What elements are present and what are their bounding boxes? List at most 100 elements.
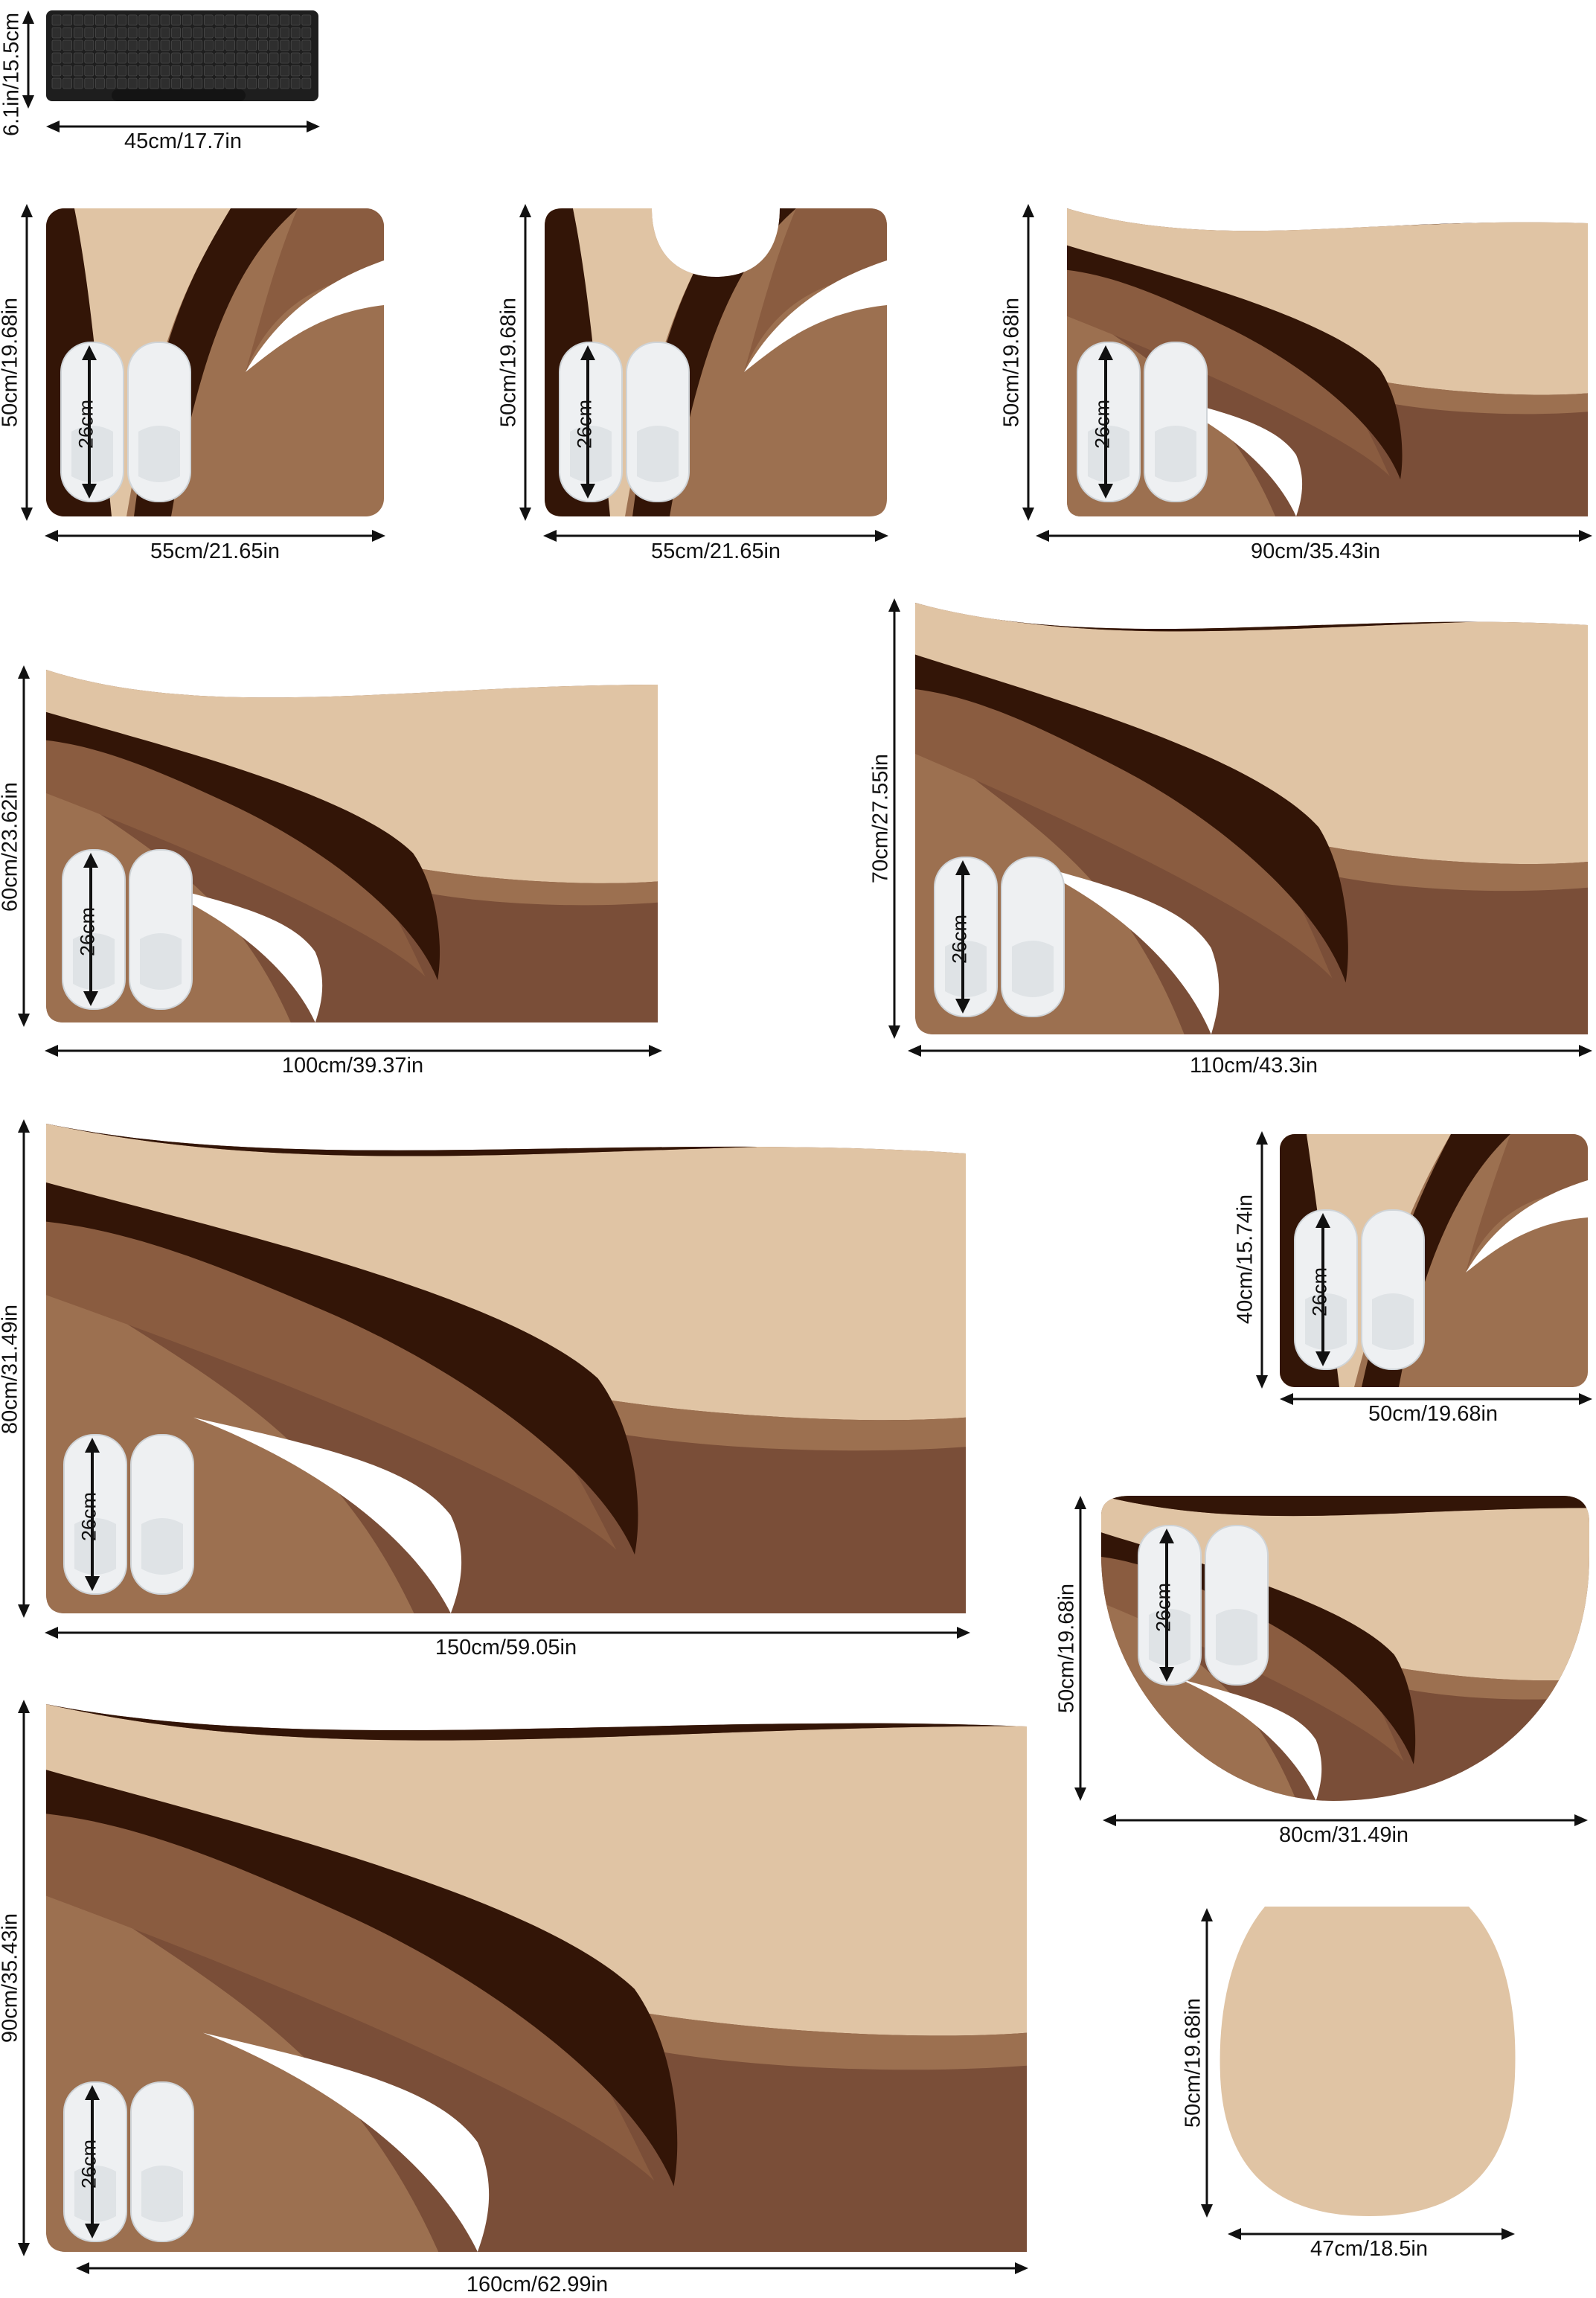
arrow-head-down — [1159, 1667, 1174, 1682]
slipper-sole — [1149, 1609, 1190, 1665]
keyboard-key — [257, 52, 268, 64]
arrow-head-up — [1098, 345, 1113, 360]
keyboard-key — [63, 14, 72, 26]
slipper-sole — [71, 426, 113, 482]
keyboard-key — [171, 77, 182, 89]
keyboard-key — [280, 27, 290, 39]
width-label: 55cm/21.65in — [150, 540, 281, 563]
mat-pattern-band — [46, 1182, 638, 1555]
height-label: 50cm/19.68in — [999, 297, 1024, 428]
keyboard-key — [193, 39, 203, 51]
keyboard-key — [84, 14, 94, 26]
mat-pattern-band — [915, 654, 1348, 983]
arrow-head-down — [1098, 484, 1113, 499]
keyboard-key — [106, 77, 116, 89]
slipper-length-label: 26cm — [1152, 1582, 1175, 1633]
keyboard-width-label: 45cm/17.7in — [124, 129, 242, 153]
height-label: 50cm/19.68in — [496, 297, 521, 428]
keyboard-key — [138, 14, 149, 26]
lid-cover-graphic — [1201, 1907, 1516, 2240]
keyboard-key — [160, 27, 170, 39]
keyboard-key — [257, 65, 268, 77]
keyboard-key — [193, 52, 203, 64]
mat-pattern-band — [202, 2032, 490, 2252]
arrow-head-down — [83, 991, 98, 1006]
slipper-sole — [570, 426, 612, 482]
mat-pattern-band — [1150, 393, 1303, 516]
keyboard-key — [127, 65, 138, 77]
keyboard-key — [149, 77, 159, 89]
mat-graphic — [18, 1700, 1028, 2274]
arrow-head-up — [580, 345, 595, 360]
keyboard-key — [51, 39, 62, 51]
slipper-length-label: 26cm — [77, 2139, 100, 2189]
keyboard-key — [94, 14, 105, 26]
keyboard-key — [117, 14, 127, 26]
keyboard-key — [171, 14, 182, 26]
width-label: 50cm/19.68in — [1368, 1402, 1499, 1426]
keyboard-key — [84, 52, 94, 64]
keyboard-key — [171, 52, 182, 64]
keyboard-key — [160, 65, 170, 77]
keyboard-key — [149, 14, 159, 26]
keyboard-key — [203, 77, 214, 89]
slippers-icon — [559, 342, 690, 502]
mat-pattern-band — [46, 1124, 966, 1421]
keyboard-key — [214, 14, 225, 26]
keyboard-key — [63, 27, 72, 39]
mat-graphic — [1022, 204, 1592, 542]
width-label: 150cm/59.05in — [435, 1636, 577, 1660]
slipper-length-label: 26cm — [1308, 1267, 1331, 1317]
mat-pattern-band — [46, 670, 658, 883]
height-label: 60cm/23.62in — [0, 781, 22, 912]
keyboard-key — [127, 27, 138, 39]
mat-pattern-band — [1067, 208, 1588, 229]
keyboard-key — [63, 39, 72, 51]
slippers-icon — [60, 342, 191, 502]
slipper-sole — [945, 941, 987, 997]
keyboard-key — [225, 39, 236, 51]
keyboard-key — [171, 27, 182, 39]
slipper-sole — [1372, 1293, 1414, 1350]
keyboard-key — [171, 65, 182, 77]
mat-pattern-band — [46, 1124, 966, 1156]
keyboard-key — [269, 27, 279, 39]
keyboard-key — [290, 27, 301, 39]
keyboard-key — [236, 65, 246, 77]
keyboard-key — [138, 39, 149, 51]
keyboard-key — [193, 14, 203, 26]
keyboard-key — [203, 65, 214, 77]
keyboard-key — [269, 14, 279, 26]
keyboard-key — [106, 27, 116, 39]
keyboard-key — [160, 39, 170, 51]
keyboard-key — [225, 14, 236, 26]
slipper-length-label: 26cm — [1091, 399, 1114, 449]
keyboard-key — [257, 77, 268, 89]
keyboard-key — [117, 39, 127, 51]
mat-55x50-u: 26cm 55cm/21.65in 50cm/19.68in — [491, 193, 908, 580]
height-label: 90cm/35.43in — [0, 1913, 22, 2043]
mat-pattern-band — [1101, 1532, 1416, 1764]
arrow-head-up — [955, 860, 970, 875]
keyboard-key — [301, 27, 312, 39]
mat-pattern-band — [46, 670, 658, 694]
keyboard-key — [214, 27, 225, 39]
keyboard-key — [182, 14, 192, 26]
keyboard-key — [290, 52, 301, 64]
keyboard-key — [73, 27, 83, 39]
keyboard-key — [127, 77, 138, 89]
keyboard-key — [247, 39, 257, 51]
keyboard-key — [160, 77, 170, 89]
mat-graphic — [18, 1119, 970, 1639]
keyboard-key — [290, 65, 301, 77]
slipper-sole — [1305, 1293, 1347, 1350]
mat-pattern-band — [1022, 862, 1220, 1034]
keyboard-key — [149, 52, 159, 64]
mat-pattern-band — [46, 711, 440, 981]
keyboard-key — [290, 39, 301, 51]
mat-100x60: 26cm 100cm/39.37in 60cm/23.62in — [0, 655, 670, 1086]
mat-pattern-band — [1067, 208, 1588, 395]
mat-pattern-band — [1179, 1679, 1322, 1801]
slipper-sole — [1012, 941, 1054, 997]
slipper-length-label: 26cm — [76, 906, 99, 957]
